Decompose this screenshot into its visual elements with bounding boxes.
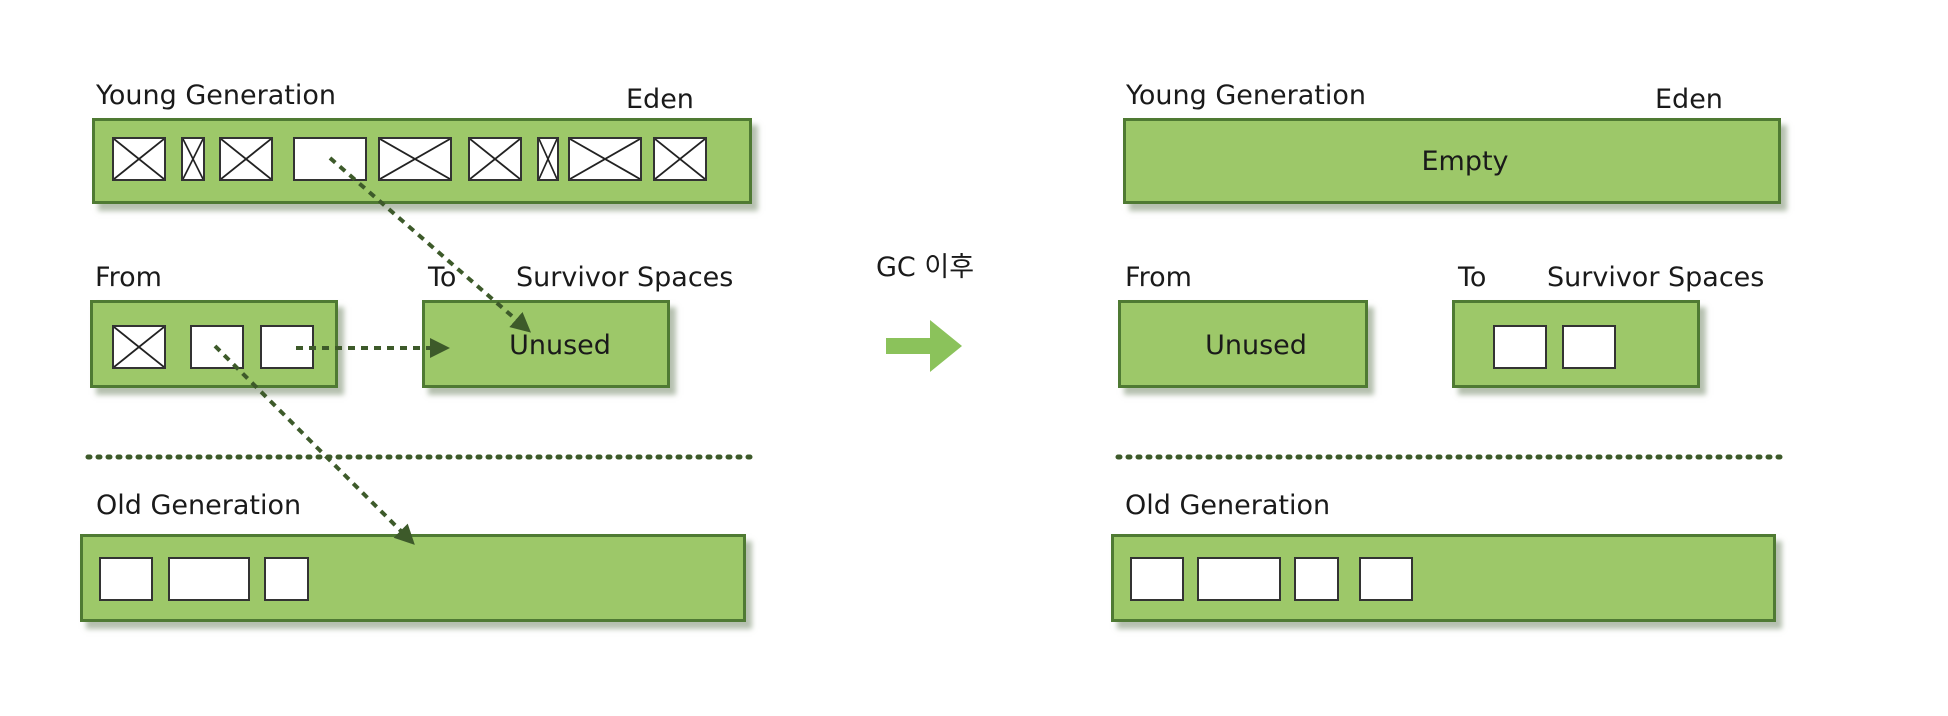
live-object <box>99 557 153 601</box>
old-generation-label: Old Generation <box>1125 490 1331 521</box>
dead-object <box>653 137 707 181</box>
eden-label: Eden <box>626 84 694 115</box>
dead-object <box>112 325 166 369</box>
eden-empty-text: Empty <box>1421 146 1509 177</box>
survivor-spaces-label: Survivor Spaces <box>516 262 734 293</box>
to-space-unused-text: Unused <box>509 330 611 361</box>
dead-object <box>568 137 642 181</box>
dead-object <box>112 137 166 181</box>
dead-object <box>181 137 205 181</box>
dead-object <box>468 137 522 181</box>
live-object <box>1294 557 1339 601</box>
live-object <box>168 557 250 601</box>
right-arrow-icon <box>886 320 962 372</box>
copy-arrow-eden-to-survivor <box>328 156 532 333</box>
live-object <box>260 325 314 369</box>
young-generation-label: Young Generation <box>1126 80 1366 111</box>
dead-object <box>537 137 559 181</box>
old-generation-space <box>1111 534 1776 622</box>
eden-space <box>1123 118 1781 204</box>
live-object <box>1562 325 1616 369</box>
live-object <box>1130 557 1184 601</box>
to-survivor-space <box>422 300 670 388</box>
survivor-spaces-label: Survivor Spaces <box>1547 262 1765 293</box>
live-object <box>1197 557 1281 601</box>
from-space-unused-text: Unused <box>1205 330 1307 361</box>
young-generation-label: Young Generation <box>96 80 336 111</box>
promoted-object <box>1359 557 1413 601</box>
to-label: To <box>1458 262 1487 293</box>
from-survivor-space <box>1118 300 1368 388</box>
gc-transition-label: GC 이후 <box>876 252 975 283</box>
from-label: From <box>1125 262 1192 293</box>
from-label: From <box>95 262 162 293</box>
eden-label: Eden <box>1655 84 1723 115</box>
to-label: To <box>428 262 457 293</box>
dead-object <box>378 137 452 181</box>
old-generation-label: Old Generation <box>96 490 302 521</box>
live-object <box>1493 325 1547 369</box>
dead-object <box>219 137 273 181</box>
live-object <box>264 557 309 601</box>
